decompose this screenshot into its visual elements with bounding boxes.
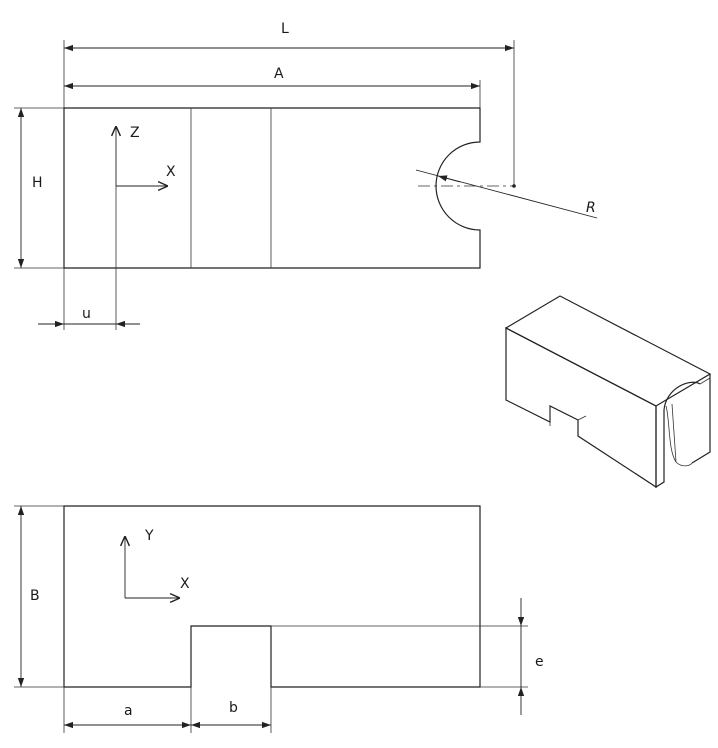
iso-slot-edge bbox=[577, 415, 587, 421]
axis-triad-front: Z X bbox=[116, 125, 176, 186]
iso-notch-arc bbox=[663, 381, 701, 411]
axis-triad-top: Y X bbox=[125, 528, 190, 598]
dimension-B: B bbox=[14, 505, 64, 688]
dimension-u-label: u bbox=[82, 306, 91, 322]
iso-notch-edge bbox=[699, 377, 711, 385]
radius-R-label: R bbox=[586, 200, 596, 216]
center-point bbox=[512, 184, 516, 188]
radius-arrow bbox=[437, 175, 461, 183]
y-axis-label: Y bbox=[144, 528, 154, 544]
top-view: B a b e Y X bbox=[14, 505, 544, 733]
iso-notch-edge bbox=[671, 403, 677, 463]
dimension-A: A bbox=[64, 66, 481, 108]
front-view-outline bbox=[63, 107, 481, 269]
radius-R: R bbox=[415, 169, 598, 219]
dimension-L-label: L bbox=[281, 21, 289, 37]
dimension-b-label: b bbox=[229, 700, 238, 716]
dimension-B-label: B bbox=[30, 588, 40, 604]
dimension-a-label: a bbox=[124, 703, 133, 719]
dimension-e: e bbox=[271, 598, 544, 715]
dimension-e-label: e bbox=[535, 654, 544, 670]
dimension-H-label: H bbox=[32, 175, 43, 191]
iso-front-face bbox=[505, 327, 657, 489]
iso-right-face-back bbox=[691, 374, 711, 464]
front-view: L A H u Z X bbox=[14, 21, 598, 330]
z-axis-label: Z bbox=[130, 125, 140, 141]
iso-top-face bbox=[504, 295, 712, 407]
iso-right-face-front bbox=[655, 406, 665, 489]
top-view-outline bbox=[63, 505, 481, 688]
dimension-u: u bbox=[38, 186, 140, 330]
dimension-b: b bbox=[191, 687, 272, 733]
x-axis-label: X bbox=[166, 164, 176, 180]
dimension-L: L bbox=[63, 21, 515, 186]
dimension-H: H bbox=[14, 107, 64, 269]
dimension-A-label: A bbox=[274, 66, 284, 82]
x-axis-label: X bbox=[180, 576, 190, 592]
dimension-a: a bbox=[63, 687, 192, 733]
iso-notch-inner bbox=[665, 405, 693, 467]
isometric-view bbox=[504, 295, 712, 489]
